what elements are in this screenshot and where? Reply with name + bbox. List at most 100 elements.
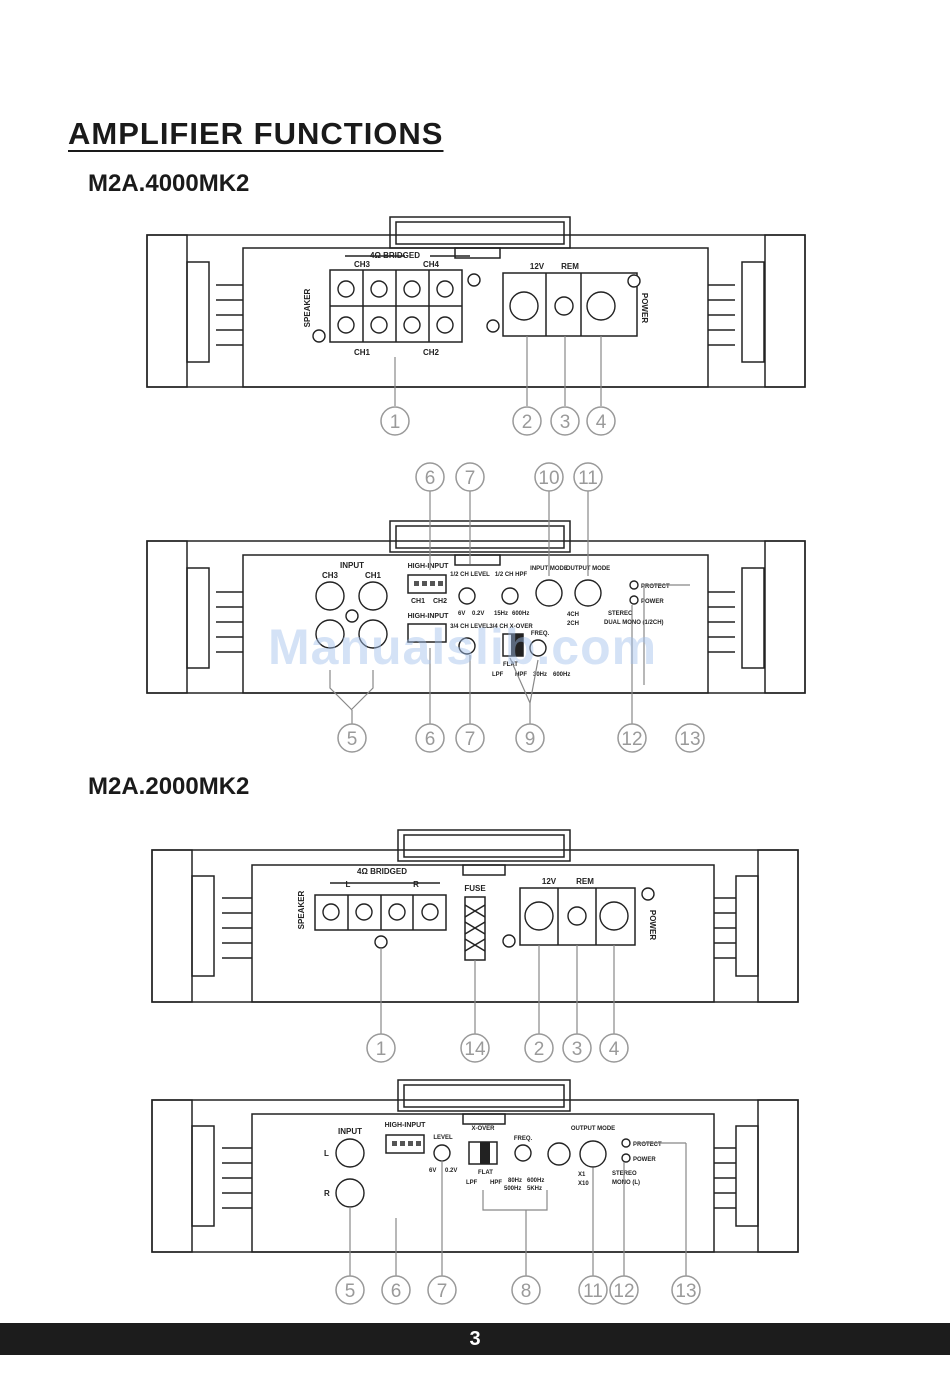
- left-label: L: [346, 880, 351, 889]
- page-title: AMPLIFIER FUNCTIONS: [68, 116, 444, 151]
- lpf-label: LPF: [492, 672, 504, 678]
- hi-ch1-label: CH1: [411, 598, 425, 605]
- dual-mono-label: DUAL MONO (1/2CH): [604, 620, 664, 626]
- xover-label: X-OVER: [471, 1126, 495, 1132]
- speaker-label-2000: SPEAKER: [297, 890, 306, 929]
- callout-1-2000: 1: [376, 1039, 387, 1060]
- protect-led-label-2000: PROTECT: [633, 1142, 662, 1148]
- power-label-2000: POWER: [648, 910, 657, 940]
- hi-ch2-label: CH2: [433, 598, 447, 605]
- callout-5-2000: 5: [345, 1281, 356, 1302]
- power-label: POWER: [640, 293, 649, 323]
- volt-label-2000: 12V: [542, 877, 557, 886]
- bridged-label: 4Ω BRIDGED: [370, 251, 420, 260]
- volt-label: 12V: [530, 262, 545, 271]
- callout-14: 14: [464, 1039, 486, 1060]
- mode-2ch-label: 2CH: [567, 621, 579, 627]
- callout-7-top: 7: [465, 468, 476, 489]
- bridged-label-2000: 4Ω BRIDGED: [357, 867, 407, 876]
- ch2-label: CH2: [423, 348, 440, 357]
- flat-label-2000: FLAT: [478, 1170, 493, 1176]
- hpf-12-label: 1/2 CH HPF: [495, 572, 528, 578]
- f15-label: 15Hz: [494, 611, 508, 617]
- freq-label: FREQ.: [531, 631, 550, 637]
- level-label: LEVEL: [433, 1135, 453, 1141]
- v6-label: 6V: [458, 611, 465, 617]
- callout-1: 1: [390, 412, 401, 433]
- callout-3-2000: 3: [572, 1039, 583, 1060]
- callout-2: 2: [522, 412, 533, 433]
- callout-13-2000: 13: [675, 1281, 696, 1302]
- lpf-label-2000: LPF: [466, 1180, 478, 1186]
- input-ch1-label: CH1: [365, 571, 382, 580]
- speaker-label: SPEAKER: [303, 288, 312, 327]
- callout-5: 5: [347, 729, 358, 750]
- page-number: 3: [0, 1323, 950, 1355]
- diagram-4000-power-panel: 4Ω BRIDGED CH3 CH4 CH1 CH2 SPEAKER POWER…: [146, 216, 806, 436]
- callout-13: 13: [679, 729, 700, 750]
- output-mode-label-2000: OUTPUT MODE: [571, 1126, 615, 1132]
- high-input-label-2000: HIGH-INPUT: [385, 1122, 427, 1129]
- callout-11-2000: 11: [583, 1281, 603, 1302]
- power-led-label: POWER: [641, 599, 664, 605]
- f80-label: 80Hz: [508, 1178, 522, 1184]
- ch4-label: CH4: [423, 260, 440, 269]
- callout-7-2000: 7: [437, 1281, 448, 1302]
- callout-6-2000: 6: [391, 1281, 402, 1302]
- mono-l-label: MONO (L): [612, 1180, 640, 1186]
- model-heading-2000: M2A.2000MK2: [88, 773, 250, 800]
- callout-3: 3: [560, 412, 571, 433]
- rem-label: REM: [561, 262, 579, 271]
- callout-6: 6: [425, 729, 436, 750]
- f5k-label: 5KHz: [527, 1186, 542, 1192]
- watermark: Manualslib.com: [268, 619, 658, 675]
- callout-2-2000: 2: [534, 1039, 545, 1060]
- callout-6-top: 6: [425, 468, 436, 489]
- v02-label: 0.2V: [472, 611, 484, 617]
- flat-label: FLAT: [503, 662, 518, 668]
- rem-label-2000: REM: [576, 877, 594, 886]
- input-label-2000: INPUT: [338, 1127, 362, 1136]
- power-led-label-2000: POWER: [633, 1157, 656, 1163]
- f600-label: 600Hz: [512, 611, 529, 617]
- f500-label: 500Hz: [504, 1186, 521, 1192]
- callout-11: 11: [578, 468, 598, 489]
- callout-9: 9: [525, 729, 536, 750]
- input-right-label: R: [324, 1189, 330, 1198]
- freq-label-2000: FREQ.: [514, 1136, 533, 1142]
- diagram-4000-control-panel: INPUT CH3 CH1 HIGH-INPUT CH1 CH2 HIGH-IN…: [146, 462, 806, 753]
- fuse-label: FUSE: [464, 884, 486, 893]
- diagram-2000-control-panel: INPUT L R HIGH-INPUT LEVEL 6V 0.2V X-OVE…: [151, 1079, 799, 1305]
- mode-4ch-label: 4CH: [567, 612, 579, 618]
- callout-4-2000: 4: [609, 1039, 620, 1060]
- callout-12: 12: [621, 729, 642, 750]
- f600-label-2000: 600Hz: [527, 1178, 544, 1184]
- protect-led-label: PROTECT: [641, 584, 670, 590]
- input-left-label: L: [324, 1149, 329, 1158]
- xover-34-label: 3/4 CH X-OVER: [489, 624, 533, 630]
- level-12-label: 1/2 CH LEVEL: [450, 572, 490, 578]
- input-ch3-label: CH3: [322, 571, 339, 580]
- callout-8: 8: [521, 1281, 532, 1302]
- v6-label-2000: 6V: [429, 1168, 436, 1174]
- callout-10: 10: [538, 468, 559, 489]
- x10-label: X10: [578, 1181, 589, 1187]
- ch1-label: CH1: [354, 348, 371, 357]
- f600b-label: 600Hz: [553, 672, 570, 678]
- level-34-label: 3/4 CH LEVEL: [450, 624, 490, 630]
- stereo-label: STEREO: [608, 611, 633, 617]
- input-label: INPUT: [340, 561, 364, 570]
- diagram-2000-power-panel: 4Ω BRIDGED L R SPEAKER FUSE 12V REM POWE…: [151, 829, 799, 1063]
- model-heading-4000: M2A.4000MK2: [88, 170, 250, 197]
- callout-7: 7: [465, 729, 476, 750]
- right-label: R: [413, 880, 419, 889]
- callout-4: 4: [596, 412, 607, 433]
- v02-label-2000: 0.2V: [445, 1168, 457, 1174]
- ch3-label: CH3: [354, 260, 371, 269]
- hpf-label: HPF: [515, 672, 527, 678]
- hpf-label-2000: HPF: [490, 1180, 502, 1186]
- x1-label: X1: [578, 1172, 586, 1178]
- callout-12-2000: 12: [613, 1281, 634, 1302]
- high-input-label-2: HIGH-INPUT: [408, 613, 450, 620]
